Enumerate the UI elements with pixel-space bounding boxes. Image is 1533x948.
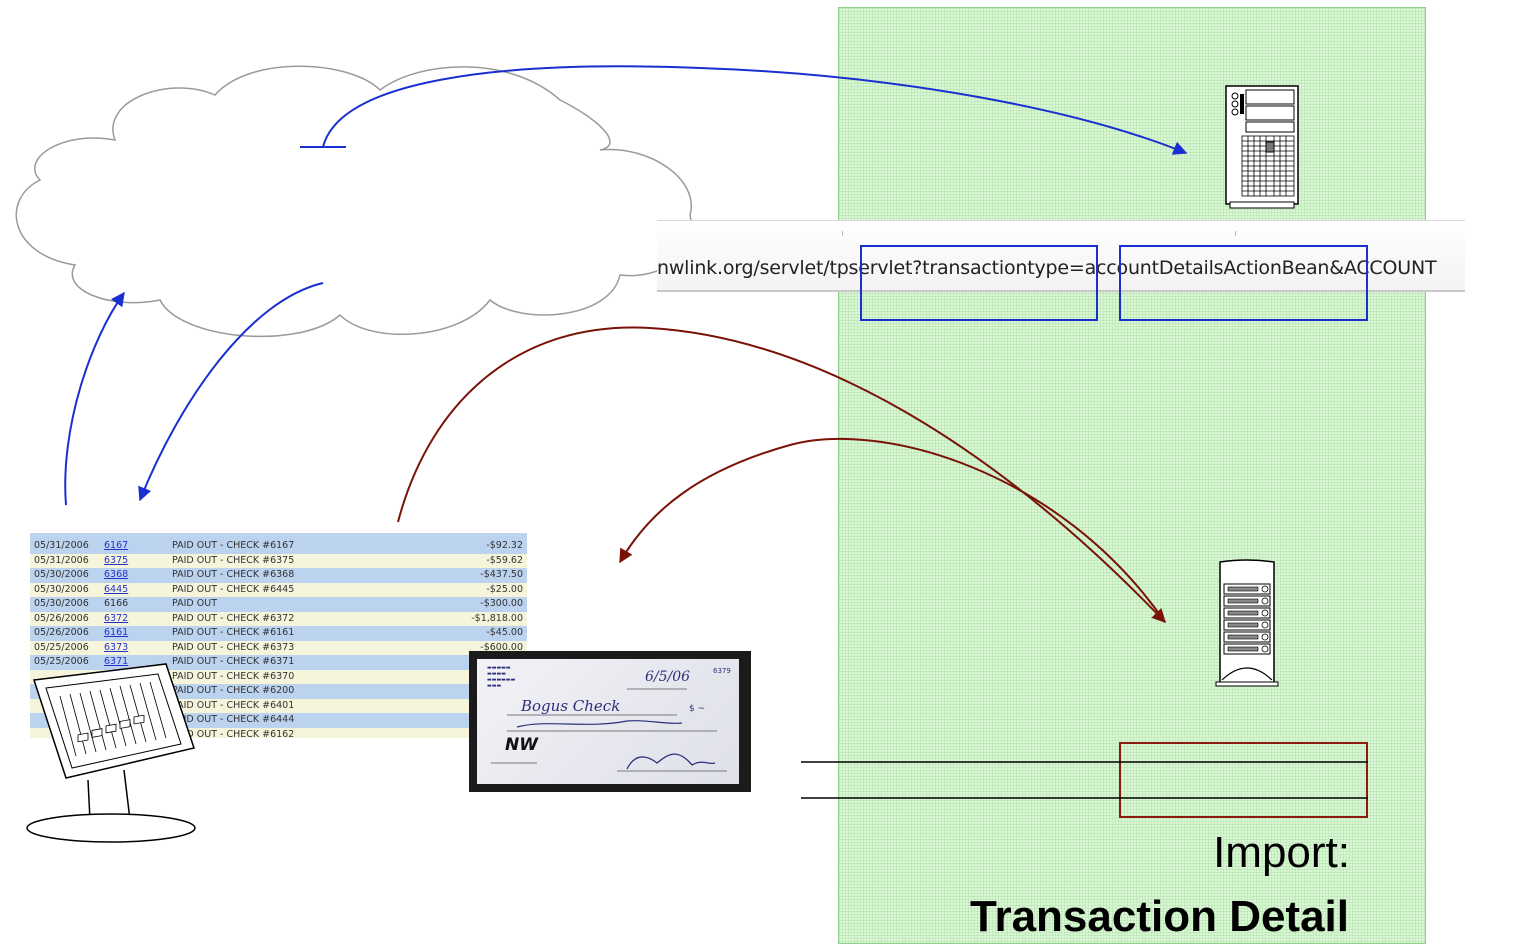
ledger-check-number: 6375 [100, 553, 168, 568]
check-image: ▬▬▬▬▬▬▬▬▬▬▬▬▬▬▬▬▬▬ 6379 6/5/06 Bogus Che… [469, 651, 751, 792]
url-bar[interactable]: nwlink.org/servlet/tpservlet?transaction… [657, 220, 1465, 292]
ledger-date: 05/30/2006 [30, 597, 100, 612]
ledger-date: 05/25/2006 [30, 640, 100, 655]
ledger-amount: -$300.00 [414, 597, 527, 612]
table-row: 05/26/2006 6161 PAID OUT - CHECK #6161-$45… [30, 626, 527, 641]
action-bean-highlight-box [1119, 245, 1368, 321]
import-target-box [1119, 742, 1368, 818]
ledger-description: PAID OUT - CHECK #6444 [168, 713, 415, 728]
ledger-amount: -$92.32 [414, 539, 527, 554]
table-row: 05/30/2006 6445 PAID OUT - CHECK #6445-$25… [30, 582, 527, 597]
server-tower-icon [1225, 85, 1299, 209]
table-row: 05/30/2006 6368 PAID OUT - CHECK #6368-$43… [30, 568, 527, 583]
ledger-description: PAID OUT - CHECK #6372 [168, 611, 415, 626]
ledger-description: PAID OUT - CHECK #6373 [168, 640, 415, 655]
check-image-link[interactable]: 6161 [104, 627, 129, 638]
ledger-description: PAID OUT - CHECK #6200 [168, 684, 415, 699]
ledger-date: 05/26/2006 [30, 626, 100, 641]
table-row: 05/31/2006 6167 PAID OUT - CHECK #6167-$92… [30, 539, 527, 554]
ledger-check-number: 6445 [100, 582, 168, 597]
table-row: 05/26/2006 6372 PAID OUT - CHECK #6372-$1,… [30, 611, 527, 626]
kiosk-terminal-icon [26, 663, 196, 843]
ledger-check-number: 6373 [100, 640, 168, 655]
ledger-amount: -$437.50 [414, 568, 527, 583]
ledger-amount: -$1,818.00 [414, 611, 527, 626]
servlet-highlight-box [860, 245, 1098, 321]
import-caption: Import: Transaction Detail [970, 828, 1430, 941]
check-face: ▬▬▬▬▬▬▬▬▬▬▬▬▬▬▬▬▬▬ 6379 6/5/06 Bogus Che… [477, 659, 739, 784]
ledger-description: PAID OUT [168, 597, 415, 612]
caption-transaction-detail: Transaction Detail [970, 892, 1350, 941]
ledger-check-number: 6167 [100, 539, 168, 554]
url-text[interactable]: nwlink.org/servlet/tpservlet?transaction… [657, 257, 1437, 279]
ledger-date: 05/30/2006 [30, 582, 100, 597]
blue-response-arrow [138, 282, 324, 502]
check-image-link[interactable]: 6368 [104, 569, 129, 580]
ledger-amount: -$25.00 [414, 582, 527, 597]
ledger-date: 05/31/2006 [30, 553, 100, 568]
ledger-description: PAID OUT - CHECK #6162 [168, 727, 415, 738]
ledger-date: 05/31/2006 [30, 539, 100, 554]
ledger-description: PAID OUT - CHECK #6445 [168, 582, 415, 597]
ledger-amount: -$45.00 [414, 626, 527, 641]
ledger-description: PAID OUT - CHECK #6401 [168, 698, 415, 713]
ledger-check-number: 6368 [100, 568, 168, 583]
ledger-description: PAID OUT - CHECK #6375 [168, 553, 415, 568]
ledger-amount: -$59.62 [414, 553, 527, 568]
ledger-date: 05/25/2006 [30, 655, 100, 670]
ledger-description: PAID OUT - CHECK #6161 [168, 626, 415, 641]
ledger-description: PAID OUT - CHECK #6371 [168, 655, 415, 670]
url-bar-tick [1235, 231, 1236, 236]
check-image-link[interactable]: 6167 [104, 540, 129, 551]
check-bank-logo: NW [505, 735, 538, 755]
check-handwriting: $ ~ [491, 688, 727, 772]
caption-import-label: Import: [1213, 828, 1350, 877]
check-image-link[interactable]: 6371 [104, 656, 129, 667]
ledger-date: 05/30/2006 [30, 568, 100, 583]
blue-upload-arrow [64, 291, 125, 506]
check-image-link[interactable]: 6373 [104, 641, 129, 653]
ledger-date: 05/26/2006 [30, 611, 100, 626]
check-date: 6/5/06 [645, 669, 691, 685]
ledger-description: PAID OUT - CHECK #6167 [168, 539, 415, 554]
ledger-top-strip [30, 533, 527, 539]
check-number: 6379 [713, 667, 731, 675]
ledger-description: PAID OUT - CHECK #6368 [168, 568, 415, 583]
ledger-description: PAID OUT - CHECK #6370 [168, 669, 415, 684]
check-owner-block: ▬▬▬▬▬▬▬▬▬▬▬▬▬▬▬▬▬▬ [487, 665, 516, 689]
check-image-link[interactable]: 6445 [104, 583, 129, 595]
ledger-check-number: 6161 [100, 626, 168, 641]
table-row: 05/31/2006 6375 PAID OUT - CHECK #6375-$59… [30, 553, 527, 568]
check-image-link[interactable]: 6375 [104, 554, 129, 566]
check-payee: Bogus Check [521, 697, 621, 715]
ledger-check-number: 6166 [100, 597, 168, 612]
check-image-link[interactable]: 6372 [104, 612, 129, 624]
svg-text:$ ~: $ ~ [689, 704, 705, 714]
database-server-icon [1215, 559, 1279, 687]
ledger-check-number: 6372 [100, 611, 168, 626]
url-bar-tick [842, 231, 843, 236]
